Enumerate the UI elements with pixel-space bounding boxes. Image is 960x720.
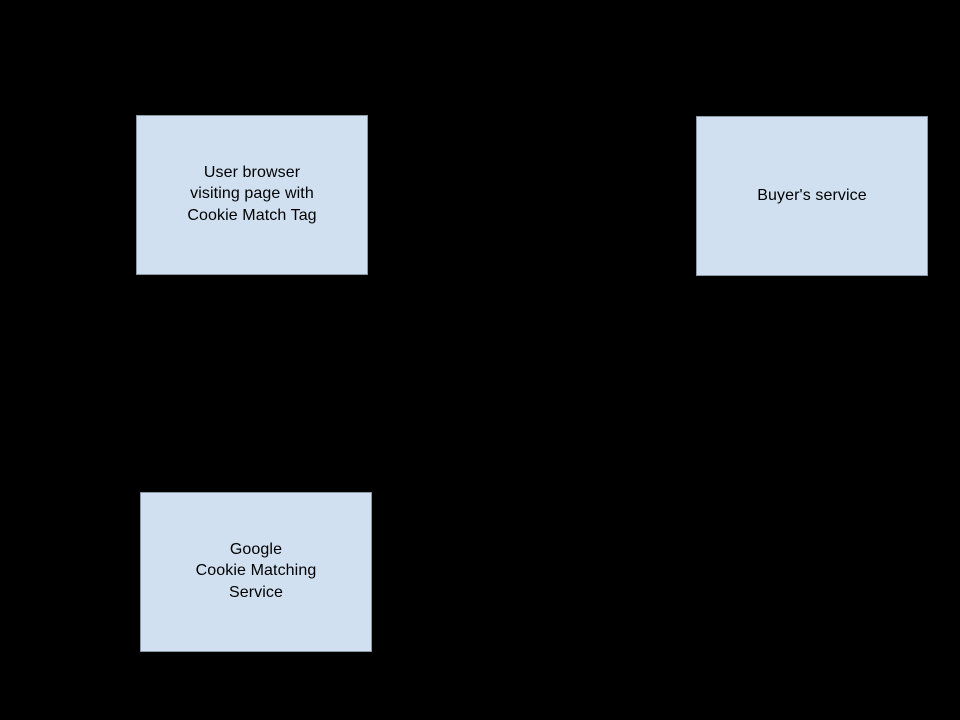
node-buyers-service-label: Buyer's service [757,187,867,205]
node-buyers-service[interactable]: Buyer's service [696,116,928,276]
node-google-cookie-matching-service[interactable]: Google Cookie Matching Service [140,492,372,652]
node-user-browser-label: User browser visiting page with Cookie M… [187,163,317,224]
node-user-browser[interactable]: User browser visiting page with Cookie M… [136,115,368,275]
node-google-cookie-matching-service-label: Google Cookie Matching Service [195,540,317,601]
